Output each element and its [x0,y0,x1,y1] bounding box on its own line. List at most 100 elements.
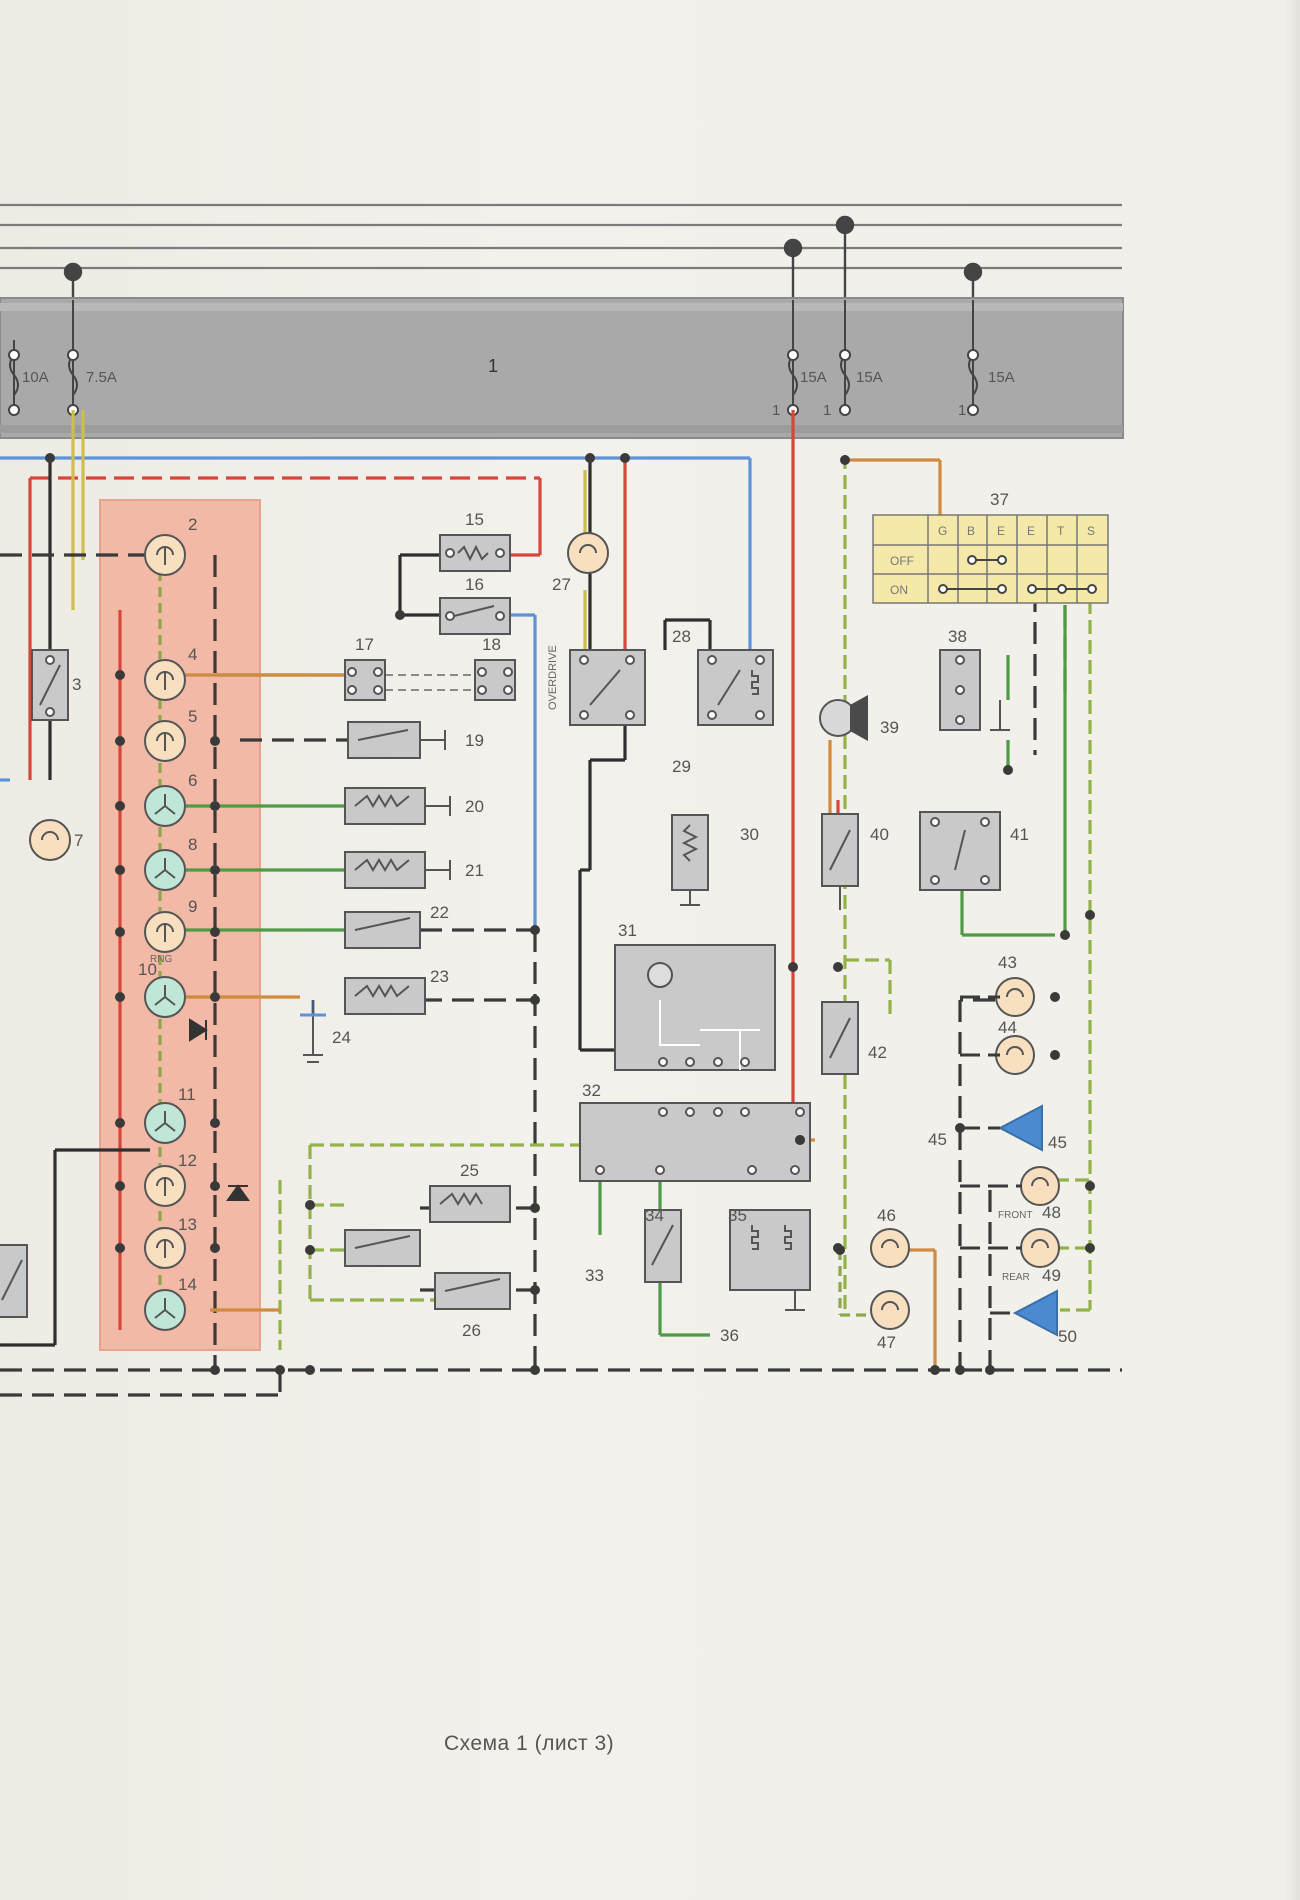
horn-39 [819,695,868,741]
component-17 [344,659,386,701]
junction-dots [45,453,1095,1375]
svg-text:10A: 10A [22,369,49,386]
svg-text:22: 22 [430,903,449,922]
svg-text:E: E [1027,524,1035,538]
ground-arrows [420,730,451,880]
svg-text:FRONT: FRONT [998,1210,1032,1221]
unit-32 [579,1102,811,1182]
svg-text:49: 49 [1042,1266,1061,1285]
fuse-10a [8,340,20,416]
svg-text:2: 2 [188,515,197,534]
svg-text:39: 39 [880,718,899,737]
svg-text:1: 1 [958,402,966,419]
svg-text:24: 24 [332,1028,351,1047]
right-bus [960,995,1022,1315]
indicator-6 [144,785,186,827]
svg-text:7: 7 [74,831,83,850]
svg-text:16: 16 [465,575,484,594]
svg-text:E: E [997,524,1005,538]
svg-text:34: 34 [645,1206,664,1225]
fuse-7-5a [67,300,79,416]
switch-40 [821,813,859,910]
svg-text:RNG: RNG [150,954,172,965]
svg-text:3: 3 [72,675,81,694]
switch-37-contacts [938,555,1097,594]
wire-green [160,605,1067,1337]
svg-text:7.5A: 7.5A [86,369,117,386]
sensor-24 [300,1000,326,1063]
svg-text:G: G [938,524,947,538]
indicator-10 [144,976,186,1018]
svg-text:1: 1 [772,402,780,419]
lamp-7 [29,819,71,861]
svg-text:9: 9 [188,897,197,916]
svg-text:25: 25 [460,1161,479,1180]
svg-text:15A: 15A [856,369,883,386]
switch-42 [821,1001,859,1075]
svg-text:11: 11 [178,1085,196,1104]
svg-text:40: 40 [870,825,889,844]
speakers-45-50 [997,1104,1058,1337]
component-16 [439,597,511,635]
svg-text:42: 42 [868,1043,887,1062]
svg-text:1: 1 [823,402,831,419]
svg-text:46: 46 [877,1206,896,1225]
svg-text:ON: ON [890,583,908,597]
relay-41 [919,811,1001,891]
diodes [189,1018,250,1201]
svg-text:OVERDRIVE: OVERDRIVE [547,645,559,710]
fuse-block: 1 [0,297,1124,439]
svg-text:23: 23 [430,967,449,986]
svg-text:10: 10 [138,960,157,979]
svg-text:35: 35 [728,1206,747,1225]
svg-text:37: 37 [990,490,1009,509]
component-15 [439,534,511,572]
fuse-block-label: 1 [488,356,498,376]
wire-orange [160,458,942,1370]
diagram-caption: Схема 1 (лист 3) [444,1732,615,1755]
switch-34 [644,1209,682,1283]
svg-text:32: 32 [582,1081,601,1100]
lamp-27 [567,532,609,574]
indicator-8 [144,849,186,891]
indicator-4 [144,659,186,701]
svg-text:45: 45 [1048,1133,1067,1152]
relay-38 [939,649,1010,731]
svg-text:18: 18 [482,635,501,654]
wire-black [0,455,712,1347]
svg-text:31: 31 [618,921,637,940]
svg-text:19: 19 [465,731,484,750]
svg-text:21: 21 [465,861,484,880]
resistor-29 [671,814,709,906]
svg-text:15: 15 [465,510,484,529]
svg-text:20: 20 [465,797,484,816]
indicator-13 [144,1227,186,1269]
indicator-5 [144,720,186,762]
lamps-right [870,977,1060,1330]
fuse-15a-3 [967,300,979,416]
svg-text:B: B [967,524,975,538]
svg-text:36: 36 [720,1326,739,1345]
component-labels: 2 3 4 5 6 7 8 9 10 11 12 13 14 15 16 17 … [72,490,1077,1352]
relay-35 [729,1209,811,1311]
wire-red [28,410,840,1330]
switch-37-labels: G B E E T S OFF ON [890,524,1095,597]
svg-text:13: 13 [178,1215,197,1234]
wire-yellow [71,410,587,650]
switch-3 [31,649,69,721]
svg-text:44: 44 [998,1018,1017,1037]
switches-19-23 [344,721,426,1015]
svg-text:REAR: REAR [1002,1272,1030,1283]
page-edge-shadow [1284,0,1300,1900]
svg-text:S: S [1087,524,1095,538]
svg-text:48: 48 [1042,1203,1061,1222]
indicator-11 [144,1102,186,1144]
indicator-14 [144,1289,186,1331]
rail-drops [63,215,983,300]
component-18 [474,659,516,701]
switches-25-26 [344,1185,511,1310]
svg-text:T: T [1057,524,1065,538]
indicator-9 [144,911,186,953]
